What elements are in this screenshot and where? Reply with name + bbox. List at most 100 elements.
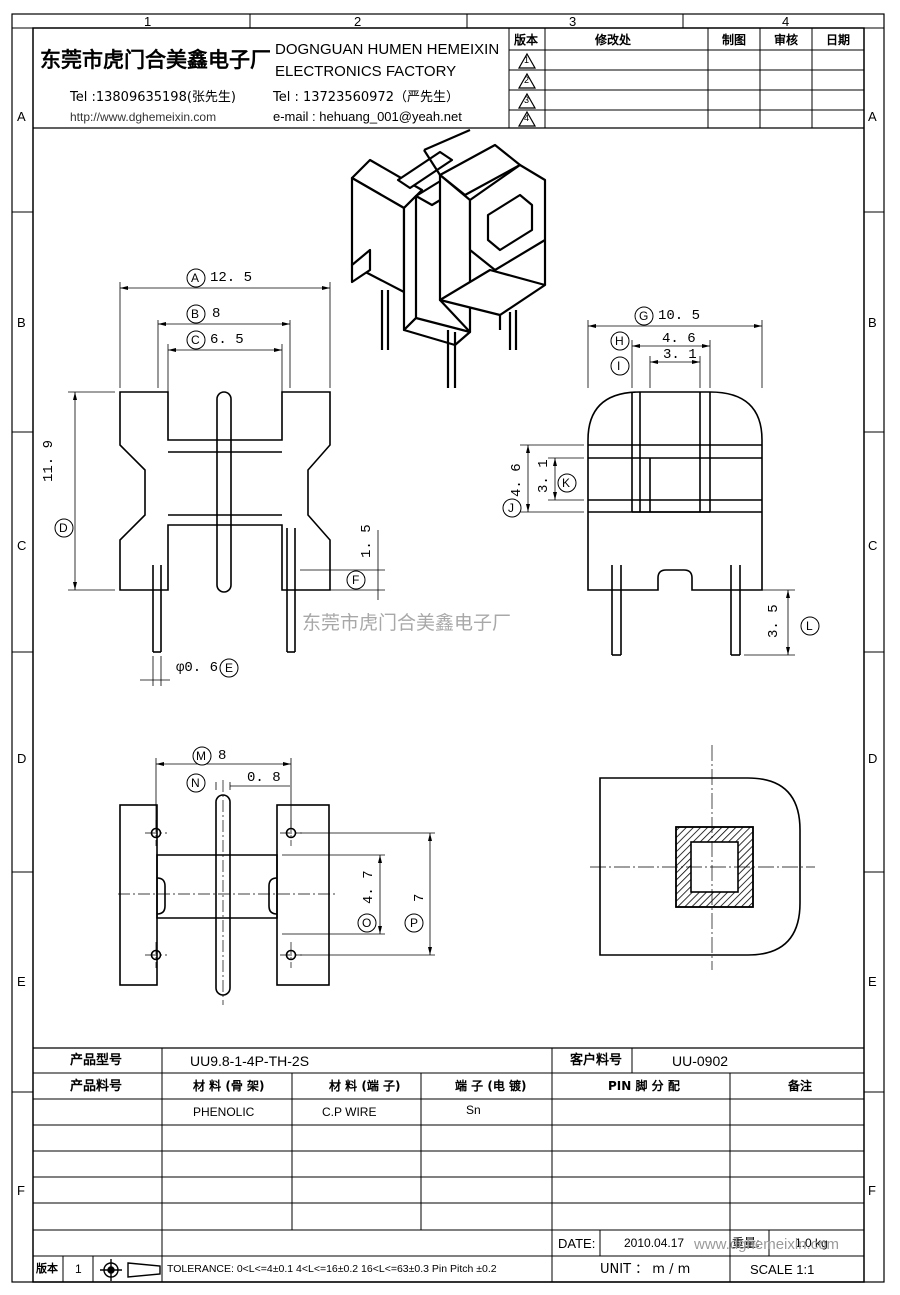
column-label-4: 4 [782,14,790,29]
row-label-d-right: D [868,751,878,766]
dim-letter-n: N [191,776,200,790]
projection-symbol [100,1259,161,1281]
dim-letter-o: O [362,916,372,930]
side-view [587,391,763,656]
material-pin-label: 材 料 (端 子) [329,1079,401,1093]
dim-value-b: 8 [212,306,221,322]
revision-triangles [517,52,537,127]
dim-letter-k: K [562,476,571,490]
company-website-link[interactable]: http://www.dghemeixin.com [70,110,217,124]
tolerance-note: TOLERANCE: 0<L<=4±0.1 4<L<=16±0.2 16<L<=… [167,1263,497,1275]
row-label-f-left: F [17,1183,25,1198]
dim-letter-l: L [806,619,813,633]
dim-value-l: 3. 5 [766,604,782,638]
unit-label: UNIT ： m / m [600,1262,691,1277]
contact-tel-1: Tel :13809635198(张先生) [70,90,236,105]
revision-mark-4: 4 [524,113,530,123]
dim-value-n: 0. 8 [247,770,281,786]
dim-value-h: 4. 6 [662,331,696,347]
dim-value-e: φ0. 6 [176,660,219,676]
revision-header-change: 修改处 [595,33,632,47]
front-view-dimensions [68,282,385,686]
customer-pn-value: UU-0902 [672,1053,729,1069]
row-label-e-right: E [868,974,877,989]
plating-label: 端 子 (电 镀) [455,1079,527,1093]
row-label-a-right: A [868,109,877,124]
sheet-frame [11,13,885,1283]
column-label-2: 2 [354,14,362,29]
dim-letter-h: H [615,334,624,348]
column-label-3: 3 [569,14,577,29]
dim-letter-m: M [196,749,206,763]
row-label-e-left: E [17,974,26,989]
dim-value-f: 1. 5 [359,524,375,558]
bottom-view-dimensions [155,758,435,956]
revision-mark-1: 1 [524,55,530,65]
plating-value: Sn [466,1103,481,1117]
end-view-centerlines [590,745,815,970]
dim-value-a: 12. 5 [210,270,253,286]
pin-assign-label: PIN 脚 分 配 [608,1079,680,1093]
version-value: 1 [75,1262,82,1276]
dim-letter-p: P [410,916,419,930]
watermark-text: 东莞市虎门合美鑫电子厂 [302,612,512,634]
row-label-b-left: B [17,315,26,330]
material-bobbin-label: 材 料 (骨 架) [193,1079,265,1093]
side-view-dimensions [520,320,795,656]
row-label-b-right: B [868,315,877,330]
front-view [119,391,331,653]
dim-letter-a: A [191,271,200,285]
dim-letter-b: B [191,307,200,321]
dim-value-g: 10. 5 [658,308,701,324]
company-name-en-2: ELECTRONICS FACTORY [275,63,457,80]
dim-letter-c: C [191,333,200,347]
product-model-value: UU9.8-1-4P-TH-2S [190,1053,310,1069]
contact-tel-2: Tel : 13723560972（严先生） [273,90,459,105]
product-model-label: 产品型号 [70,1053,123,1068]
isometric-view [350,128,547,388]
company-name-en-1: DOGNGUAN HUMEN HEMEIXIN [275,41,500,58]
remark-label: 备注 [788,1079,813,1093]
row-label-d-left: D [17,751,27,766]
dim-value-d: 11. 9 [41,439,57,482]
dim-letter-j: J [508,501,514,515]
dim-letter-d: D [59,521,68,535]
revision-header-date: 日期 [826,33,851,47]
contact-email-link[interactable]: e-mail : hehuang_001@yeah.net [273,109,462,124]
dim-value-j: 4. 6 [509,463,525,497]
material-pin-value: C.P WIRE [322,1105,377,1119]
revision-header-version: 版本 [514,33,539,47]
bottom-view [119,794,330,996]
date-value: 2010.04.17 [624,1236,685,1250]
row-label-f-right: F [868,1183,876,1198]
material-bobbin-value: PHENOLIC [193,1105,255,1119]
product-pn-label: 产品料号 [70,1079,123,1094]
revision-mark-2: 2 [524,75,530,85]
dim-letter-g: G [639,309,649,323]
date-label: DATE: [558,1236,596,1251]
customer-pn-label: 客户料号 [570,1053,623,1068]
revision-mark-3: 3 [524,95,530,105]
weight-value: 1.0 kg [795,1236,828,1250]
weight-label: 重量: [732,1236,761,1250]
dim-letter-e: E [225,661,234,675]
column-label-1: 1 [144,14,152,29]
footer-watermark: www.dghemeixin.com [694,1236,840,1253]
dimension-arrows [73,286,790,955]
dim-value-k: 3. 1 [536,459,552,493]
bottom-view-centerlines [118,780,335,1005]
scale-label: SCALE 1:1 [750,1262,815,1277]
end-view [599,777,801,956]
dim-letter-i: I [617,359,621,373]
dim-value-o: 4. 7 [361,870,377,904]
row-label-c-left: C [17,538,27,553]
dim-value-c: 6. 5 [210,332,244,348]
company-name-cn: 东莞市虎门合美鑫电子厂 [40,48,271,72]
row-label-a-left: A [17,109,26,124]
dimension-letter-circles [54,268,820,933]
version-label: 版本 [36,1262,58,1275]
dim-value-p: 7 [412,893,428,902]
row-label-c-right: C [868,538,878,553]
dim-value-m: 8 [218,748,227,764]
